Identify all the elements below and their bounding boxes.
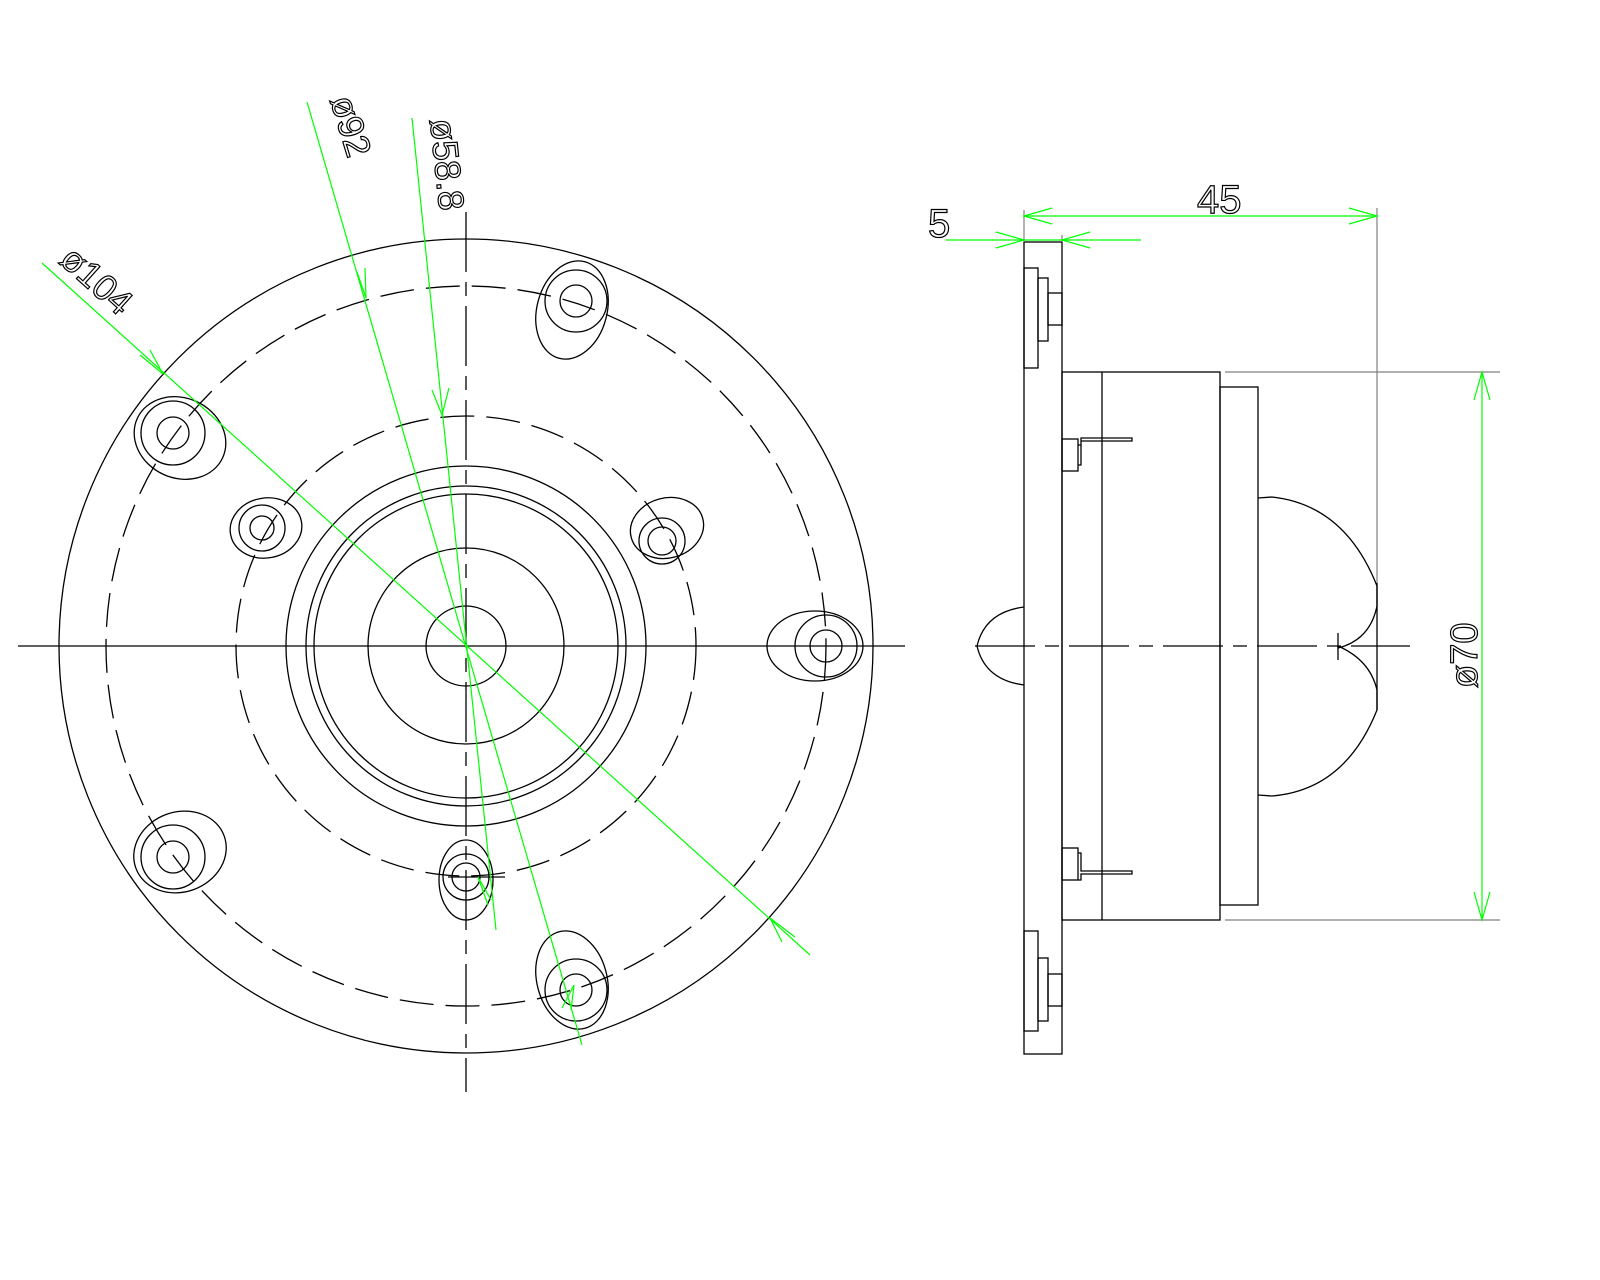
dimension-d58-8-label: ø58.8 bbox=[422, 117, 472, 213]
bolt-circle-inner bbox=[235, 415, 697, 877]
body-circle-3 bbox=[313, 493, 619, 799]
dimension-d104-label: ø104 bbox=[53, 237, 141, 322]
flange-plate bbox=[1023, 241, 1063, 1055]
bolt-washer-bottom bbox=[1037, 957, 1049, 1022]
dimension-d104: ø104 bbox=[41, 237, 811, 956]
dimension-45: 45 bbox=[1021, 177, 1380, 225]
body-circle-4 bbox=[367, 547, 565, 745]
bolt-head-top bbox=[1023, 267, 1039, 369]
body-circle-2 bbox=[305, 485, 627, 807]
body-circle-5 bbox=[425, 605, 507, 687]
rear-cap bbox=[1219, 386, 1259, 906]
bolt-circle-outer bbox=[105, 285, 827, 1007]
inner-hole-upper-left bbox=[229, 497, 303, 559]
dimension-d92: ø92 bbox=[306, 90, 583, 1046]
terminal-top bbox=[1061, 437, 1133, 472]
body-circle-1 bbox=[285, 465, 647, 827]
dimension-d92-label: ø92 bbox=[322, 90, 379, 161]
side-view: 45 5 ø70 bbox=[927, 177, 1500, 1055]
mounting-hole-top-left bbox=[133, 396, 227, 480]
bolt-washer-top bbox=[1037, 277, 1049, 342]
bolt-shank-bottom bbox=[1047, 973, 1063, 1007]
mounting-hole-bottom-left bbox=[133, 810, 227, 894]
dimension-5-label: 5 bbox=[928, 202, 950, 246]
front-dome bbox=[976, 606, 1025, 686]
terminal-bottom bbox=[1061, 847, 1133, 881]
mounting-hole-top-right bbox=[535, 260, 609, 360]
inner-hole-upper-right bbox=[629, 496, 705, 565]
front-view: ø104 ø92 ø58.8 bbox=[18, 90, 905, 1092]
dimension-45-label: 45 bbox=[1197, 178, 1242, 222]
bolt-head-bottom bbox=[1023, 930, 1039, 1032]
mounting-hole-right bbox=[766, 610, 864, 682]
inner-hole-bottom bbox=[438, 839, 505, 921]
rear-dome bbox=[1257, 496, 1378, 797]
dimension-d70: ø70 bbox=[1443, 369, 1491, 923]
dimension-d58-8: ø58.8 bbox=[411, 116, 497, 931]
flange-outer-circle bbox=[58, 238, 874, 1054]
mounting-hole-bottom-right bbox=[535, 930, 609, 1030]
bolt-shank-top bbox=[1047, 292, 1063, 326]
dimension-d70-label: ø70 bbox=[1444, 623, 1486, 688]
dimension-5: 5 bbox=[927, 201, 1141, 249]
